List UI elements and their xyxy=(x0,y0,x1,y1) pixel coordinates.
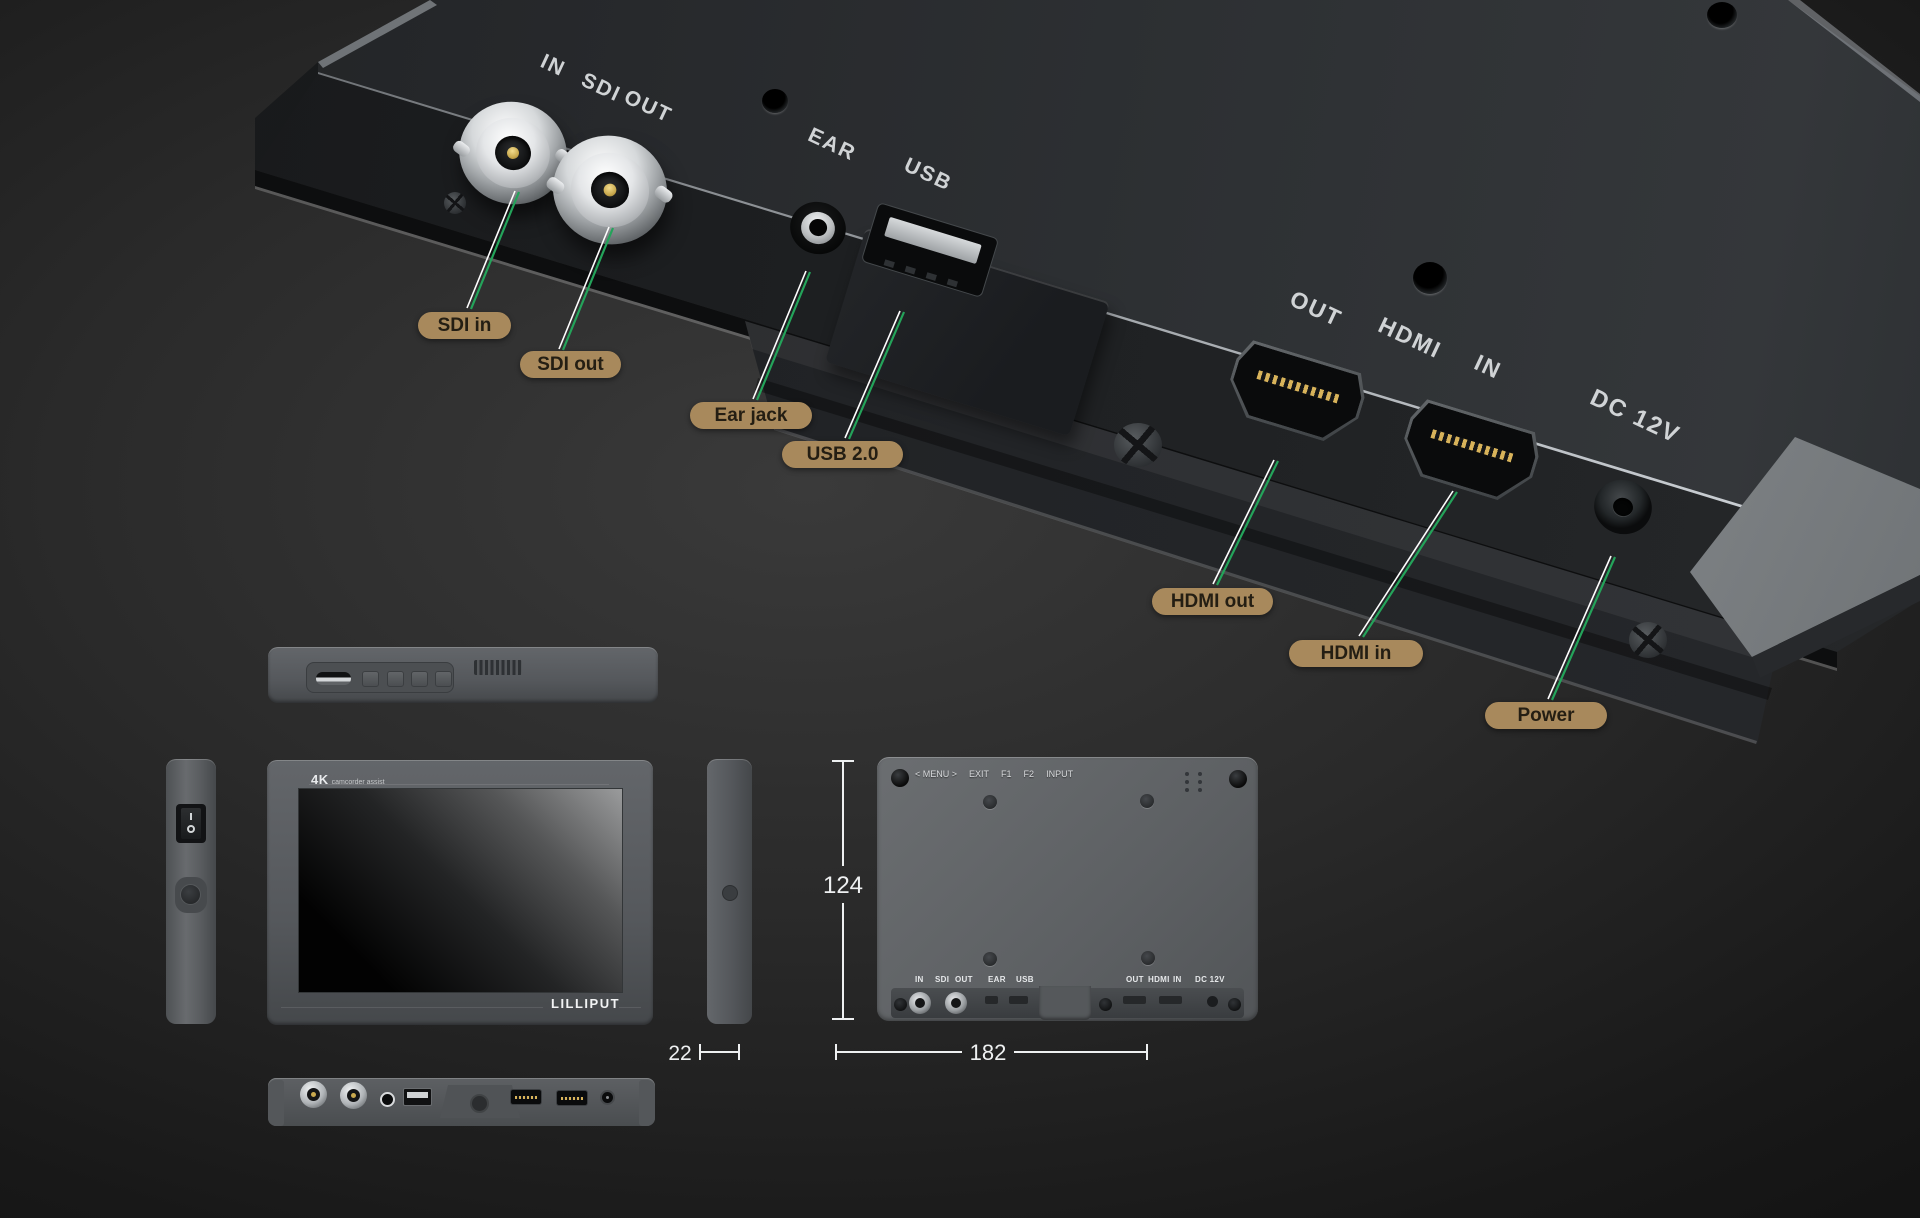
hdmi-port-icon xyxy=(1123,996,1146,1004)
back-port-label-in2: IN xyxy=(1173,975,1182,984)
vesa-hole-icon xyxy=(983,795,997,809)
side-hole-icon xyxy=(180,884,201,905)
ear-jack-icon xyxy=(985,996,998,1004)
sd-card-slot-icon xyxy=(316,672,351,685)
menu-f2-label: F2 xyxy=(1023,769,1035,779)
button-icon xyxy=(411,671,428,687)
hdmi-port-icon xyxy=(556,1090,588,1106)
callout-ear-jack: Ear jack xyxy=(690,402,812,429)
dc-pinhole xyxy=(1610,495,1636,519)
battery-plate-bump xyxy=(1039,986,1091,1020)
callout-hdmi-out: HDMI out xyxy=(1152,588,1273,615)
button-icon xyxy=(435,671,452,687)
callout-usb-2-0: USB 2.0 xyxy=(782,441,903,468)
top-view xyxy=(268,647,658,703)
usb-pin xyxy=(925,272,937,281)
brand-logo: LILLIPUT xyxy=(551,996,621,1011)
switch-off-mark xyxy=(187,825,195,833)
back-port-label-hdmi: HDMI xyxy=(1148,975,1170,984)
usb-port-icon xyxy=(403,1088,432,1106)
menu-nav-label: < MENU > xyxy=(915,769,958,779)
back-port-label-out: OUT xyxy=(955,975,973,984)
bnc-connector-icon xyxy=(945,992,967,1014)
vesa-hole-icon xyxy=(1141,951,1155,965)
end-cap xyxy=(639,1080,655,1126)
switch-on-mark xyxy=(190,813,192,820)
bezel-trim-line xyxy=(309,784,609,785)
back-port-label-out2: OUT xyxy=(1126,975,1144,984)
right-side-view xyxy=(707,759,752,1024)
ear-jack-icon xyxy=(380,1092,395,1107)
badge-sub-label: camcorder assist xyxy=(331,779,385,786)
callout-power: Power xyxy=(1485,702,1607,729)
screw-icon xyxy=(1629,622,1667,658)
bnc-connector-icon xyxy=(909,992,931,1014)
screw-icon xyxy=(891,769,909,787)
menu-f1-label: F1 xyxy=(1001,769,1012,779)
dc-jack-icon xyxy=(600,1090,615,1105)
usb-pin xyxy=(883,259,895,269)
button-icon xyxy=(387,671,404,687)
callout-sdi-in: SDI in xyxy=(418,312,511,339)
menu-exit-label: EXIT xyxy=(969,769,990,779)
tripod-hole-icon xyxy=(470,1094,489,1113)
back-port-label-usb: USB xyxy=(1016,975,1034,984)
usb-port-icon xyxy=(1009,996,1028,1004)
screw-icon xyxy=(1229,770,1247,788)
callout-sdi-out: SDI out xyxy=(520,351,621,378)
power-switch-rocker xyxy=(181,808,201,839)
screw-icon xyxy=(444,192,466,214)
mount-hole-icon xyxy=(1707,2,1737,28)
menu-input-label: INPUT xyxy=(1046,769,1074,779)
end-cap xyxy=(268,1080,284,1126)
bottom-view xyxy=(268,1078,655,1126)
hdmi-port-icon xyxy=(1159,996,1182,1004)
screw-icon xyxy=(1099,998,1112,1011)
screw-icon xyxy=(1114,423,1162,467)
dimension-height-value: 124 xyxy=(823,872,863,899)
monitor-screen xyxy=(298,788,623,993)
screw-icon xyxy=(894,998,907,1011)
left-side-view xyxy=(166,759,216,1024)
back-port-label-dc12v: DC 12V xyxy=(1195,975,1225,984)
hdmi-port-icon xyxy=(510,1089,542,1105)
bezel-trim-line xyxy=(619,1007,641,1008)
vesa-hole-icon xyxy=(983,952,997,966)
back-port-label-ear: EAR xyxy=(988,975,1006,984)
back-port-label-in: IN xyxy=(915,975,924,984)
back-menu-row: < MENU > EXIT F1 F2 INPUT xyxy=(915,769,1073,779)
side-recess xyxy=(175,877,207,913)
mount-hole-icon xyxy=(762,89,788,113)
back-port-label-sdi: SDI xyxy=(935,975,950,984)
side-hole-icon xyxy=(722,885,738,901)
power-switch-icon xyxy=(176,804,206,843)
mount-hole-icon xyxy=(1413,262,1447,294)
dimension-thickness-value: 22 xyxy=(668,1042,691,1065)
badge-4k-label: 4K xyxy=(311,772,329,787)
speaker-dots-icon xyxy=(1185,772,1202,792)
callout-hdmi-in: HDMI in xyxy=(1289,640,1423,667)
back-view: < MENU > EXIT F1 F2 INPUT IN SDI OUT EAR… xyxy=(877,757,1258,1021)
dimension-width-value: 182 xyxy=(970,1040,1007,1065)
bezel-trim-line xyxy=(281,1007,543,1008)
bnc-connector-icon xyxy=(300,1081,327,1108)
screw-icon xyxy=(1228,998,1241,1011)
button-icon xyxy=(362,671,379,687)
vent-grille-icon xyxy=(474,660,522,675)
usb-pin xyxy=(946,278,958,288)
top-view-control-panel xyxy=(306,662,454,693)
back-connector-band xyxy=(891,986,1244,1020)
dc-jack-icon xyxy=(1207,996,1218,1007)
bnc-connector-icon xyxy=(340,1082,367,1109)
usb-pin xyxy=(904,265,916,275)
vesa-hole-icon xyxy=(1140,794,1154,808)
tripod-mount xyxy=(440,1085,520,1118)
